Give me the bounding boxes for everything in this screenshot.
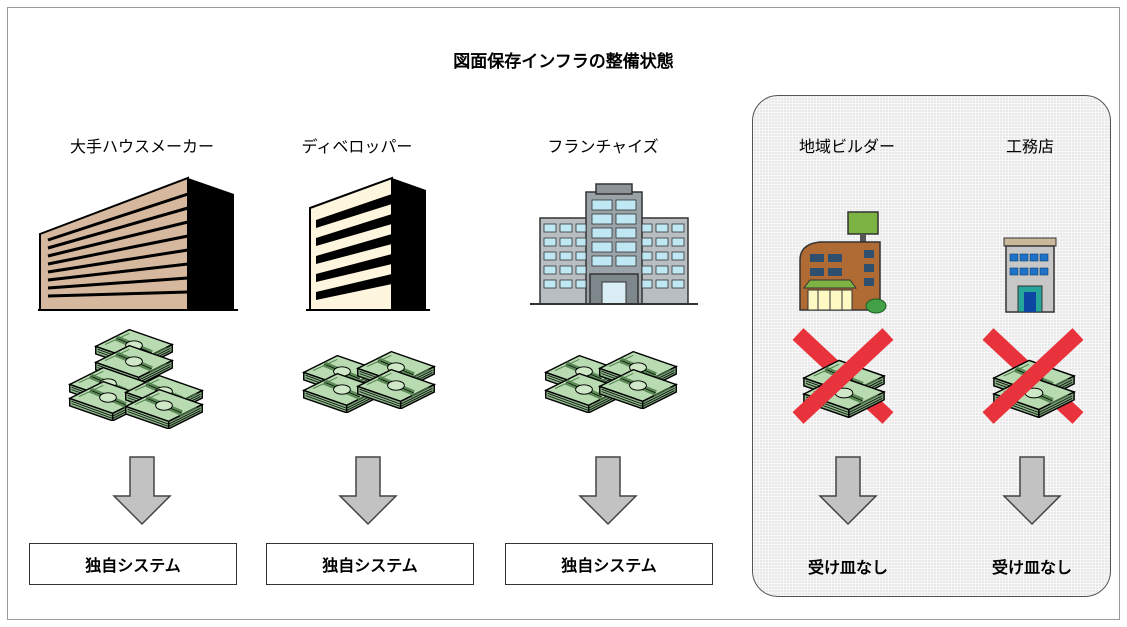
money-stack-icon bbox=[542, 342, 682, 422]
diagram-title: 図面保存インフラの整備状態 bbox=[453, 52, 674, 72]
down-arrow-icon bbox=[818, 455, 878, 527]
no-money-icon bbox=[982, 328, 1084, 424]
down-arrow-icon bbox=[112, 455, 172, 527]
office-building-icon bbox=[306, 176, 430, 311]
result-box-developer: 独自システム bbox=[266, 543, 474, 585]
diagram-frame bbox=[7, 7, 1120, 620]
down-arrow-icon bbox=[1002, 455, 1062, 527]
down-arrow-icon bbox=[338, 455, 398, 527]
money-stack-icon bbox=[300, 342, 440, 422]
office-building-icon bbox=[1003, 237, 1057, 313]
office-building-icon bbox=[530, 183, 698, 305]
local-builders-panel bbox=[752, 95, 1111, 597]
money-stack-icon bbox=[66, 322, 206, 432]
office-building-icon bbox=[38, 176, 238, 311]
group-label-developer: ディベロッパー bbox=[301, 137, 413, 156]
group-label-franchise: フランチャイズ bbox=[547, 137, 659, 156]
group-label-regional-builder: 地域ビルダー bbox=[798, 137, 895, 156]
group-label-contractor: 工務店 bbox=[1005, 137, 1054, 156]
local-shop-icon bbox=[799, 211, 887, 314]
group-label-major-housemaker: 大手ハウスメーカー bbox=[69, 137, 214, 156]
result-box-franchise: 独自システム bbox=[505, 543, 713, 585]
no-money-icon bbox=[792, 328, 894, 424]
result-label-contractor: 受け皿なし bbox=[991, 558, 1072, 577]
result-label-regional-builder: 受け皿なし bbox=[807, 558, 888, 577]
result-box-major-housemaker: 独自システム bbox=[29, 543, 237, 585]
down-arrow-icon bbox=[578, 455, 638, 527]
